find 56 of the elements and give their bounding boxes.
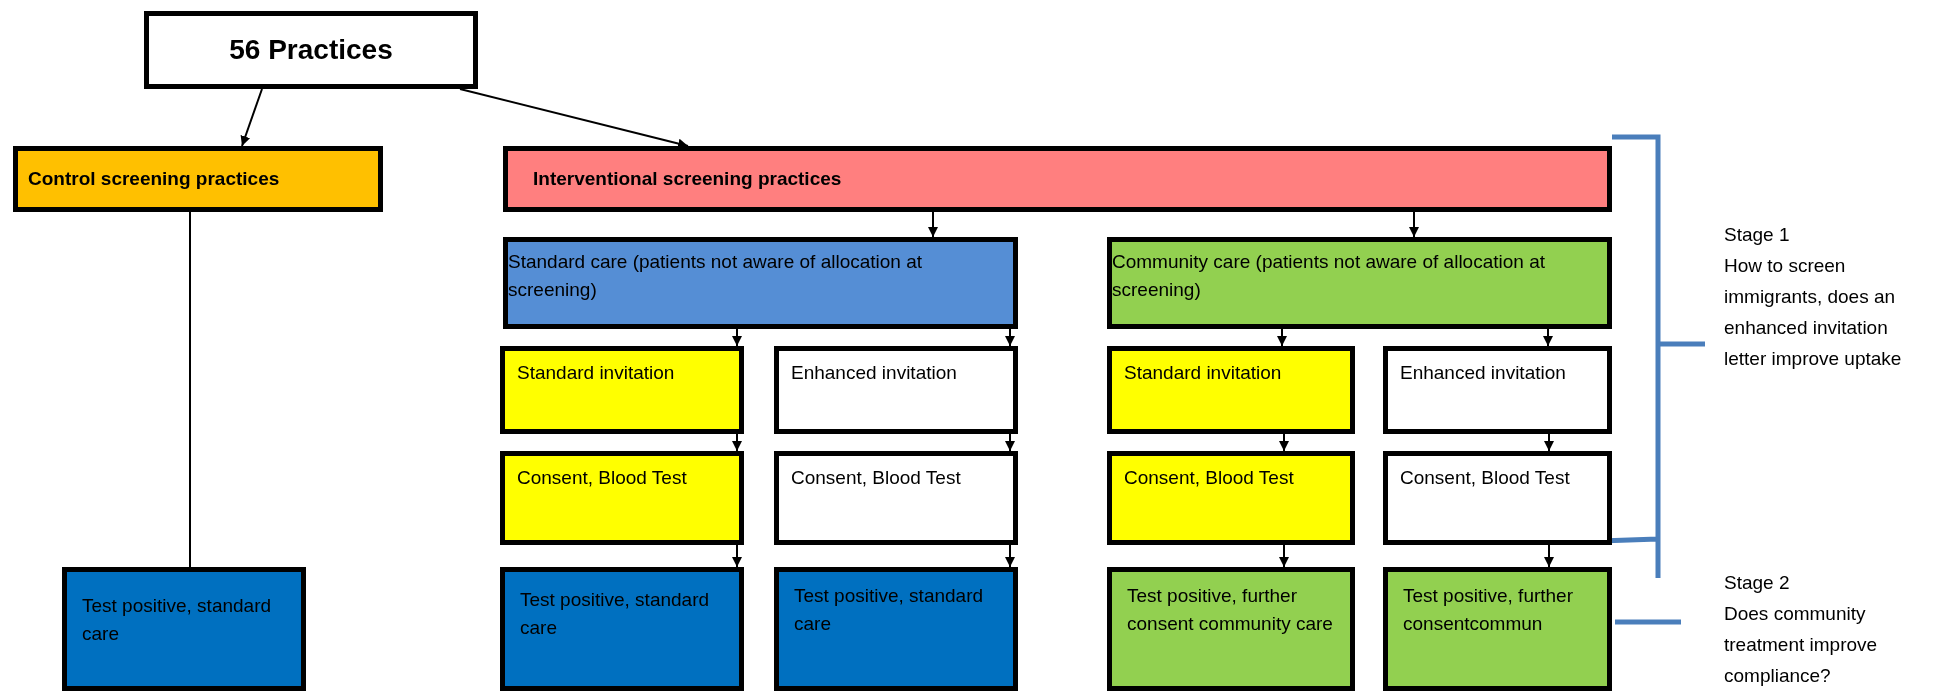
arrow	[1005, 544, 1015, 568]
process-box	[774, 451, 1018, 545]
box-label: Enhanced invitation	[791, 361, 958, 385]
arrow	[1409, 211, 1419, 238]
box-label: 56 Practices	[228, 32, 394, 67]
process-box	[1107, 346, 1355, 434]
process-box	[774, 567, 1018, 691]
process-box	[500, 346, 744, 434]
arrow	[1544, 544, 1554, 568]
process-box	[774, 346, 1018, 434]
stage-heading: Stage 2	[1724, 571, 1791, 595]
box-label: Enhanced invitation	[1400, 361, 1567, 385]
process-box	[1383, 451, 1612, 545]
box-label: Control screening practices	[28, 167, 281, 192]
stage-heading: Stage 1	[1724, 223, 1791, 247]
box-label: Standard care (patients not aware of allocation at screening)	[508, 250, 924, 302]
process-box	[1107, 567, 1355, 691]
arrow	[732, 544, 742, 568]
box-label: Consent, Blood Test	[517, 466, 688, 490]
arrow	[1543, 328, 1553, 347]
box-label: Test positive, further consentcommun	[1403, 584, 1575, 636]
title-box	[144, 11, 478, 89]
connector-line	[189, 211, 191, 568]
process-box	[1107, 237, 1612, 329]
arrow	[1005, 433, 1015, 452]
arrow	[928, 211, 938, 238]
arrow	[1279, 433, 1289, 452]
box-label: Community care (patients not aware of allocation at screening)	[1112, 250, 1546, 302]
arrow	[1277, 328, 1287, 347]
arrow	[732, 328, 742, 347]
box-label: Test positive, standard care	[794, 584, 985, 636]
process-box	[62, 567, 306, 691]
box-label: Interventional screening practices	[533, 167, 843, 192]
box-label: Consent, Blood Test	[791, 466, 962, 490]
stage-description: How to screen immigrants, does an enhanced invitation letter improve uptake	[1724, 254, 1903, 371]
group-box	[13, 146, 383, 212]
arrow	[1279, 544, 1289, 568]
box-label: Test positive, standard care	[520, 588, 711, 640]
process-box	[1383, 567, 1612, 691]
process-box	[500, 451, 744, 545]
arrow	[1005, 328, 1015, 347]
arrow	[732, 433, 742, 452]
group-box	[503, 146, 1612, 212]
box-label: Test positive, further consent community care	[1127, 584, 1334, 636]
box-label: Consent, Blood Test	[1124, 466, 1295, 490]
process-box	[503, 237, 1018, 329]
stage-description: Does community treatment improve compliance?	[1724, 602, 1879, 688]
box-label: Consent, Blood Test	[1400, 466, 1571, 490]
arrow	[240, 88, 263, 147]
process-box	[500, 567, 744, 691]
box-label: Standard invitation	[1124, 361, 1283, 385]
arrow	[1544, 433, 1554, 452]
process-box	[1383, 346, 1612, 434]
box-label: Standard invitation	[517, 361, 676, 385]
box-label: Test positive, standard care	[82, 594, 273, 646]
process-box	[1107, 451, 1355, 545]
